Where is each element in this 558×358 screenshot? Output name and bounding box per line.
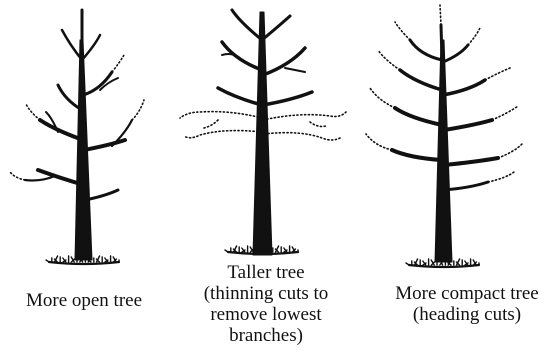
removed-growth (498, 144, 522, 158)
branch (62, 30, 82, 60)
branch (444, 120, 492, 130)
branch (218, 88, 262, 105)
branch (400, 70, 442, 90)
removed-growth (366, 134, 392, 150)
removed-growth (310, 122, 326, 127)
branch (395, 108, 442, 125)
removed-growth (132, 100, 144, 120)
branch (443, 45, 468, 62)
tree-taller-illustration (180, 10, 346, 255)
branch (262, 16, 290, 40)
tree-compact-illustration (366, 5, 522, 267)
branch (222, 42, 262, 70)
ground-line (409, 265, 479, 267)
removed-growth (468, 28, 480, 45)
branch (222, 54, 240, 58)
removed-growth (264, 133, 340, 140)
branch (392, 150, 442, 160)
branch (82, 35, 100, 60)
removed-growth (492, 106, 518, 120)
branch (444, 158, 498, 165)
removed-growth (184, 131, 262, 138)
branch (25, 176, 55, 181)
branch (85, 190, 118, 200)
removed-growth (440, 5, 441, 25)
removed-growth (10, 172, 25, 180)
caption-open-tree: More open tree (4, 290, 164, 311)
removed-branch-left (180, 112, 262, 118)
branch (40, 120, 83, 140)
branch (285, 68, 305, 72)
branch (410, 40, 442, 60)
removed-growth (204, 120, 218, 128)
branch (443, 80, 485, 95)
caption-taller-tree: Taller tree (thinning cuts to remove low… (176, 262, 356, 346)
removed-growth (488, 172, 514, 182)
removed-growth (370, 88, 395, 108)
removed-growth (112, 55, 124, 72)
removed-growth (395, 22, 410, 40)
removed-branch-right (263, 112, 346, 120)
branch (263, 92, 312, 105)
tree-open-illustration (10, 10, 144, 264)
leader (441, 25, 442, 60)
ground-line (49, 262, 119, 264)
branch (84, 140, 125, 150)
caption-compact-tree: More compact tree (heading cuts) (378, 283, 556, 325)
removed-growth (26, 104, 40, 120)
removed-growth (378, 50, 400, 70)
trunk (435, 40, 452, 262)
branch (232, 10, 262, 40)
removed-growth (485, 68, 510, 80)
